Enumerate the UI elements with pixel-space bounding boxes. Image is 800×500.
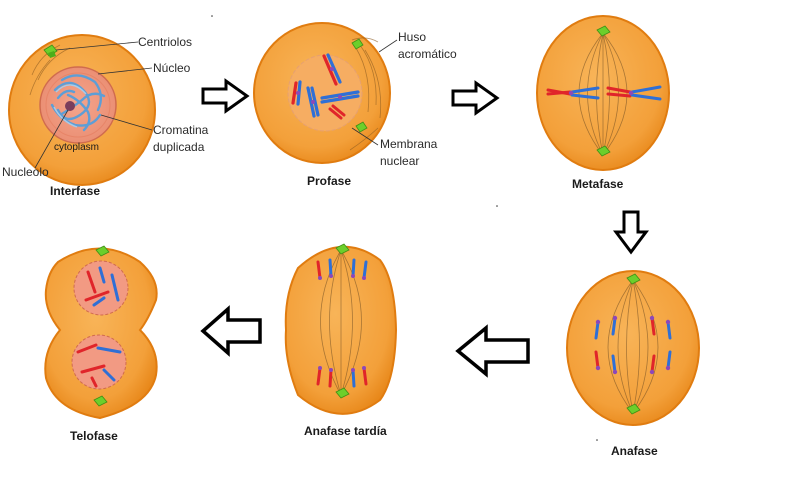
metafase-chromosomes	[546, 85, 662, 101]
chromatin-label-line2: duplicada	[153, 140, 205, 154]
spindle-label-line1: Huso	[398, 30, 426, 44]
telofase-lower-nucleus	[71, 334, 127, 390]
anafase-tardia-centrioles	[335, 243, 350, 399]
anafase-tardia-chromosomes	[316, 258, 368, 388]
metafase-centrioles	[596, 25, 611, 157]
chromatin-label-line1: Cromatina	[153, 123, 209, 137]
arrow-left-icon	[455, 324, 530, 378]
stage-title-metafase: Metafase	[572, 177, 624, 191]
cytoplasm-label: cytoplasm	[54, 142, 99, 153]
spindle-label-line2: acromático	[398, 47, 457, 61]
interfase-leader-lines	[34, 41, 153, 169]
nucleolus-label: Nucleolo	[2, 165, 49, 179]
profase-centrioles	[351, 38, 368, 133]
anafase-cell	[566, 270, 700, 426]
arrow-down-icon	[613, 210, 649, 255]
telofase-centrioles	[93, 245, 110, 407]
telofase-chromosomes	[76, 266, 122, 388]
stage-title-anafase: Anafase	[611, 444, 658, 458]
profase-cell	[253, 22, 391, 164]
profase-leader-lines	[351, 39, 398, 146]
stage-title-interfase: Interfase	[50, 184, 100, 198]
arrow-right-icon	[451, 80, 500, 116]
nucleolus	[65, 101, 75, 111]
stage-title-profase: Profase	[307, 174, 351, 188]
interfase-cell: cytoplasm	[8, 34, 156, 186]
stage-title-telofase: Telofase	[70, 429, 118, 443]
interfase-centrioles	[43, 44, 58, 58]
speck-dot	[211, 15, 213, 17]
speck-dot	[496, 205, 498, 207]
anafase-chromosomes	[594, 316, 672, 374]
stage-title-anafase-tardia: Anafase tardía	[304, 424, 387, 438]
anafase-centrioles	[626, 273, 641, 415]
membrane-label-line1: Membrana	[380, 137, 438, 151]
speck-dot	[596, 439, 598, 441]
arrow-left-icon	[200, 305, 262, 357]
chromatin-threads-light	[53, 84, 87, 128]
anafase-tardia-cell	[284, 243, 398, 415]
centrioles-label: Centriolos	[138, 35, 192, 49]
nucleus-label: Núcleo	[153, 61, 191, 75]
telofase-cell	[44, 245, 158, 420]
membrane-label-line2: nuclear	[380, 154, 419, 168]
arrow-right-icon	[201, 78, 250, 114]
metafase-cell	[536, 15, 670, 171]
chromatin-threads	[50, 74, 106, 132]
